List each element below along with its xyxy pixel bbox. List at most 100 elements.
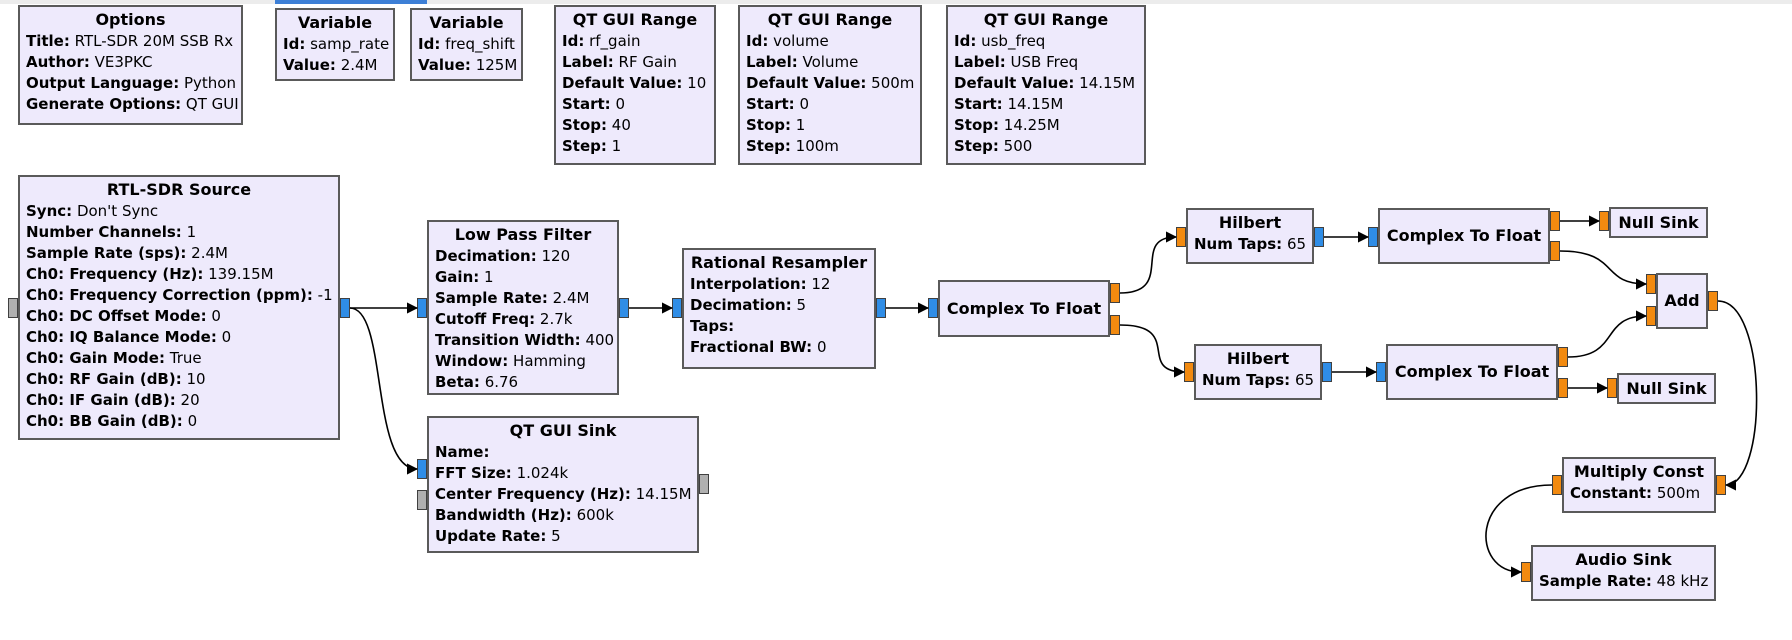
c2f-bot-real-port[interactable] <box>1558 347 1568 367</box>
param-value: 0 <box>211 307 221 325</box>
low-pass-output-port[interactable] <box>619 298 629 318</box>
param-row: Step: 100m <box>746 136 914 157</box>
param-row: Sample Rate (sps): 2.4M <box>26 243 332 264</box>
param-value: 100m <box>795 137 839 155</box>
hilbert-bot-output-port[interactable] <box>1322 362 1332 382</box>
block-c2f-bot[interactable]: Complex To Float <box>1386 344 1558 400</box>
param-key: Cutoff Freq: <box>435 310 536 328</box>
param-row: Value: 2.4M <box>283 55 387 76</box>
c2f-main-real-port[interactable] <box>1110 283 1120 303</box>
hilbert-bot-input-port[interactable] <box>1184 362 1194 382</box>
c2f-top-input-port[interactable] <box>1368 227 1378 247</box>
param-key: Author: <box>26 53 90 71</box>
c2f-top-imag-port[interactable] <box>1550 241 1560 261</box>
param-value: 14.15M <box>1079 74 1136 92</box>
param-value: QT GUI <box>185 95 239 113</box>
param-value: 65 <box>1294 371 1315 389</box>
rtl-source-output-port[interactable] <box>340 298 350 318</box>
param-key: Id: <box>562 32 585 50</box>
param-row: Step: 1 <box>562 136 708 157</box>
add-output-port[interactable] <box>1708 291 1718 311</box>
param-value: samp_rate <box>310 35 390 53</box>
null-bot-input-port[interactable] <box>1607 378 1617 398</box>
gui-sink-input-port[interactable] <box>417 459 427 479</box>
gui-sink-freq-port[interactable] <box>417 490 427 510</box>
c2f-top-real-port[interactable] <box>1550 211 1560 231</box>
param-value: RF Gain <box>618 53 677 71</box>
param-row: Id: usb_freq <box>954 31 1138 52</box>
param-value: 1 <box>186 223 197 241</box>
param-row: Ch0: RF Gain (dB): 10 <box>26 369 332 390</box>
param-key: Ch0: DC Offset Mode: <box>26 307 207 325</box>
param-value: Volume <box>802 53 859 71</box>
gui-sink-message-port[interactable] <box>699 474 709 494</box>
param-key: Id: <box>746 32 769 50</box>
param-key: Generate Options: <box>26 95 182 113</box>
add-input-1-port[interactable] <box>1646 306 1656 326</box>
param-row: Id: volume <box>746 31 914 52</box>
block-c2f-top[interactable]: Complex To Float <box>1378 208 1550 264</box>
hilbert-top-input-port[interactable] <box>1176 227 1186 247</box>
block-null-bot[interactable]: Null Sink <box>1617 373 1716 404</box>
param-row: Default Value: 10 <box>562 73 708 94</box>
multiply-output-port[interactable] <box>1716 475 1726 495</box>
param-row: Gain: 1 <box>435 267 611 288</box>
low-pass-input-port[interactable] <box>417 298 427 318</box>
param-key: Value: <box>283 56 336 74</box>
block-title: QT GUI Range <box>572 10 698 29</box>
resampler-input-port[interactable] <box>672 298 682 318</box>
active-tab-indicator[interactable] <box>275 0 427 4</box>
null-top-input-port[interactable] <box>1599 211 1609 231</box>
resampler-output-port[interactable] <box>876 298 886 318</box>
block-title: Low Pass Filter <box>454 225 592 244</box>
param-key: Decimation: <box>435 247 537 265</box>
multiply-input-port[interactable] <box>1552 475 1562 495</box>
param-key: Default Value: <box>954 74 1075 92</box>
param-key: Interpolation: <box>690 275 807 293</box>
c2f-main-input-port[interactable] <box>928 298 938 318</box>
add-input-0-port[interactable] <box>1646 274 1656 294</box>
block-c2f-main[interactable]: Complex To Float <box>938 280 1110 337</box>
block-null-top[interactable]: Null Sink <box>1609 207 1708 238</box>
audio-sink-input-port[interactable] <box>1521 562 1531 582</box>
param-row: Id: rf_gain <box>562 31 708 52</box>
param-row: Window: Hamming <box>435 351 611 372</box>
param-row: Author: VE3PKC <box>26 52 235 73</box>
c2f-bot-imag-port[interactable] <box>1558 378 1568 398</box>
rtl-source-input-port[interactable] <box>8 298 18 318</box>
param-row: Bandwidth (Hz): 600k <box>435 505 691 526</box>
c2f-bot-input-port[interactable] <box>1376 362 1386 382</box>
block-title: Variable <box>429 13 504 32</box>
param-row: Start: 0 <box>746 94 914 115</box>
param-key: Beta: <box>435 373 480 391</box>
param-value: 400 <box>585 331 615 349</box>
block-add[interactable]: Add <box>1656 273 1708 329</box>
block-title: Options <box>95 10 166 29</box>
param-row: Id: freq_shift <box>418 34 515 55</box>
param-key: Gain: <box>435 268 480 286</box>
param-key: Number Channels: <box>26 223 182 241</box>
param-key: Start: <box>954 95 1003 113</box>
param-key: FFT Size: <box>435 464 512 482</box>
param-value: 2.4M <box>552 289 590 307</box>
hilbert-top-output-port[interactable] <box>1314 227 1324 247</box>
c2f-main-imag-port[interactable] <box>1110 315 1120 335</box>
param-key: Sample Rate: <box>435 289 548 307</box>
param-value: True <box>169 349 202 367</box>
param-key: Sample Rate: <box>1539 572 1652 590</box>
